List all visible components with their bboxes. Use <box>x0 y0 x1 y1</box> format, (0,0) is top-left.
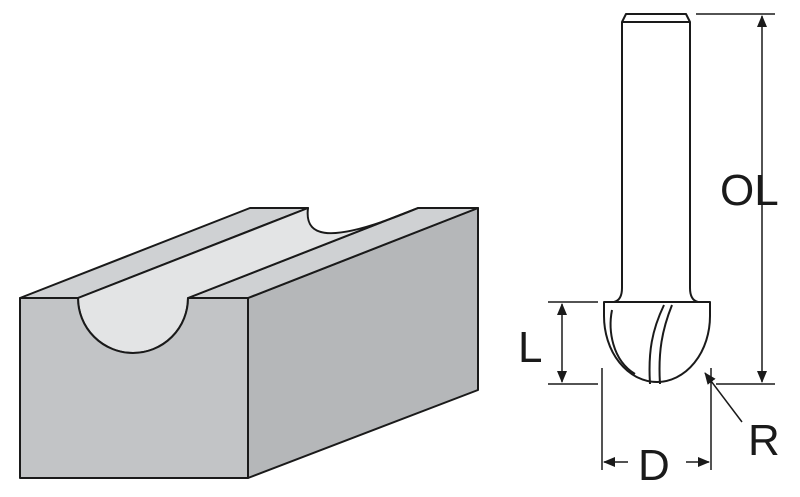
bit-shank <box>613 13 699 303</box>
d-label: D <box>638 441 670 490</box>
dimension-lines <box>548 13 775 470</box>
ol-label: OL <box>720 166 779 215</box>
block-front-face <box>19 297 249 479</box>
router-bit <box>603 13 711 385</box>
bit-cutting-edge <box>609 309 636 375</box>
r-label: R <box>748 416 780 465</box>
workpiece-block <box>19 207 479 479</box>
bit-cutting-head <box>603 301 711 383</box>
r-leader <box>704 372 743 423</box>
l-label: L <box>518 323 542 372</box>
bit-flute <box>648 304 673 385</box>
